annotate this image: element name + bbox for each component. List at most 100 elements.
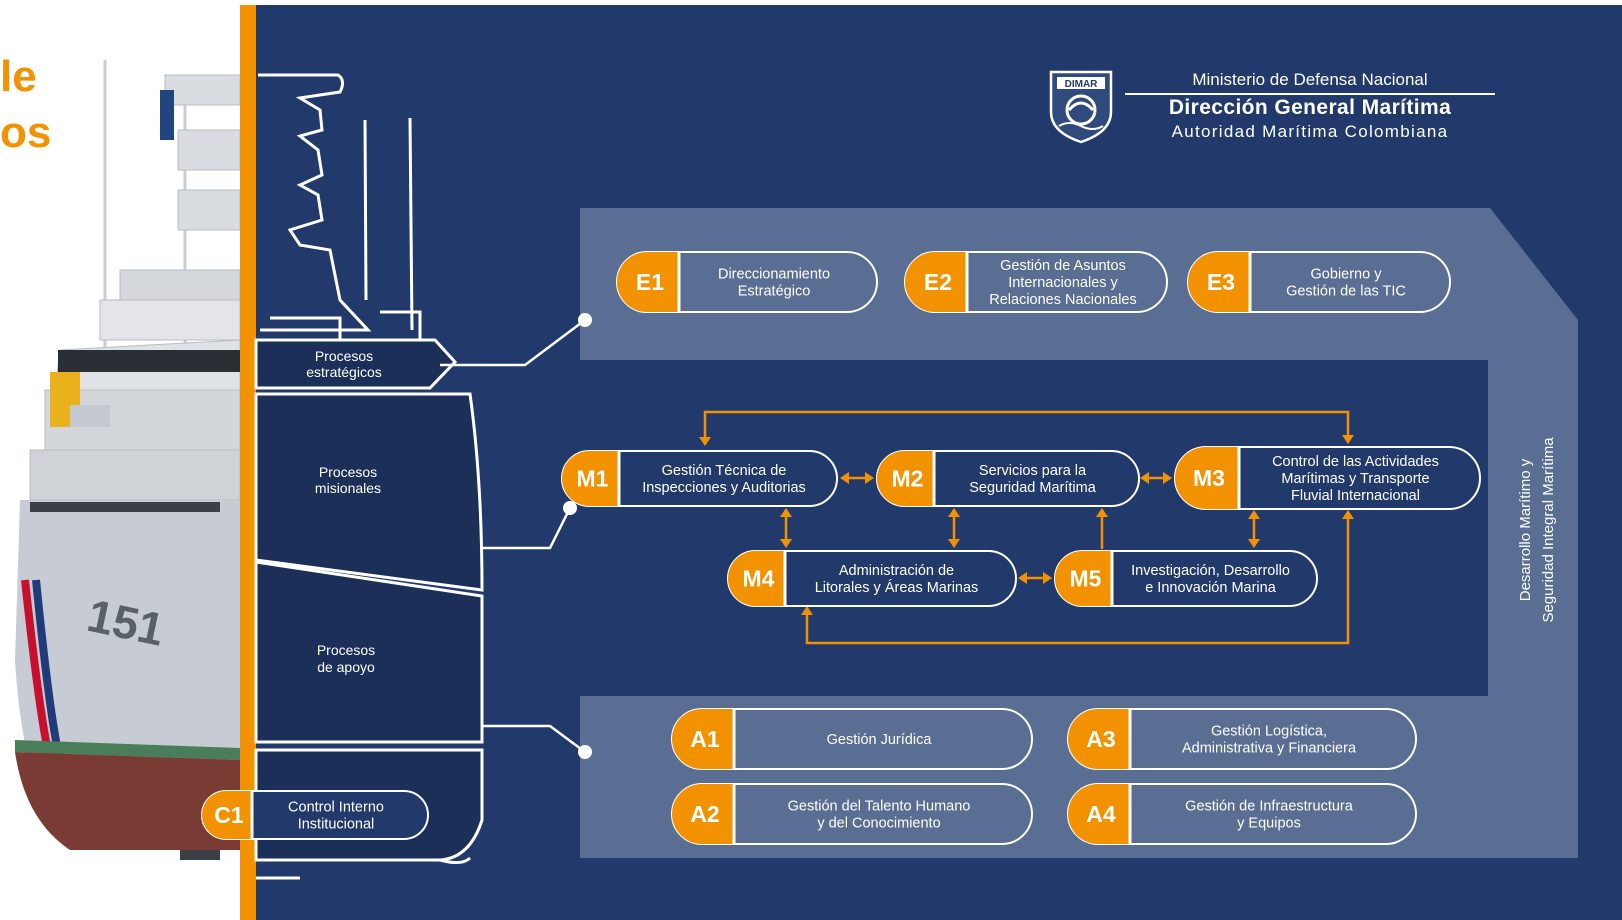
arrowhead: [1096, 508, 1108, 517]
arrowhead: [1018, 572, 1027, 584]
tower-connectors: [440, 319, 586, 754]
ministry-label: Ministerio de Defensa Nacional: [1192, 70, 1428, 89]
dimar-title: Dirección General Marítima: [1168, 96, 1452, 119]
process-pill-a1: A1 Gestión Jurídica: [671, 708, 1033, 770]
process-code: A4: [1086, 801, 1116, 827]
header-rule: [1125, 93, 1495, 95]
ship-illustration: 151: [15, 60, 240, 860]
arrowhead: [780, 539, 792, 548]
label-strategic-l1: Procesos: [315, 348, 373, 364]
process-label-line: Fluvial Internacional: [1291, 488, 1420, 504]
title-fragment-2: os: [0, 108, 52, 157]
process-badge: [876, 451, 934, 506]
title-fragment-1: le: [0, 52, 37, 101]
orange-divider: [240, 5, 256, 920]
arrowhead: [1342, 435, 1354, 444]
process-label-line: Institucional: [298, 817, 375, 833]
arrowhead: [1248, 510, 1260, 519]
process-code: A3: [1086, 726, 1115, 752]
label-strategic-l2: estratégicos: [306, 364, 381, 380]
connector-dot-support: [578, 745, 592, 759]
arrowhead: [840, 472, 849, 484]
process-label-line: Gestión Técnica de: [662, 463, 787, 479]
process-label-line: Gestión de Asuntos: [1000, 258, 1126, 274]
label-missional-l1: Procesos: [319, 464, 377, 480]
process-label-line: Seguridad Marítima: [969, 480, 1096, 496]
process-badge: [202, 791, 252, 839]
process-label-line: Gestión Jurídica: [827, 732, 933, 748]
process-code: E3: [1207, 269, 1235, 295]
process-code: M1: [577, 466, 609, 492]
process-code: E1: [636, 269, 664, 295]
process-code: A1: [690, 726, 720, 752]
arrowhead: [1342, 510, 1354, 519]
process-label-line: Administrativa y Financiera: [1182, 741, 1357, 757]
process-label-line: Gestión del Talento Humano: [788, 799, 971, 815]
arrowhead: [780, 508, 792, 517]
label-support-l1: Procesos: [317, 642, 375, 658]
process-label-line: Internacionales y: [1008, 275, 1118, 291]
process-label-line: Inspecciones y Auditorias: [642, 480, 806, 496]
tower-outline: [258, 73, 422, 340]
process-label-line: Gestión de las TIC: [1286, 284, 1406, 300]
process-label-line: Litorales y Áreas Marinas: [815, 579, 979, 596]
arrowhead: [948, 539, 960, 548]
process-badge: [1188, 252, 1250, 312]
process-badge: [1068, 709, 1130, 769]
process-badge: [728, 551, 785, 606]
process-label-line: Direccionamiento: [718, 267, 830, 283]
arrow-m4-m3: [805, 516, 1350, 645]
connector-dot-missional: [563, 501, 577, 515]
tower-support-band: [254, 560, 484, 744]
process-badge: [617, 252, 679, 312]
process-label-line: Estratégico: [738, 284, 811, 300]
process-label-line: e Innovación Marina: [1145, 580, 1277, 596]
arrowhead: [1248, 539, 1260, 548]
process-label-line: y Equipos: [1237, 816, 1301, 832]
process-label-line: Gestión Logística,: [1211, 724, 1327, 740]
process-label-line: Servicios para la: [979, 463, 1087, 479]
process-pill-outline: [1174, 446, 1481, 510]
arrowhead: [865, 472, 874, 484]
process-badge: [672, 709, 734, 769]
process-badge: [905, 252, 967, 312]
process-label-line: Gestión de Infraestructura: [1185, 799, 1354, 815]
process-label-line: Control de las Actividades: [1272, 454, 1439, 470]
tower-strategic-band: [254, 338, 458, 390]
svg-text:DIMAR: DIMAR: [1065, 79, 1099, 90]
connector-dot-strategic: [578, 313, 592, 327]
process-label-line: Administración de: [839, 563, 954, 579]
side-label-l2: Seguridad Integral Marítima: [1540, 437, 1557, 623]
process-code: C1: [214, 802, 244, 828]
process-code: M3: [1193, 465, 1225, 491]
process-label-line: Gobierno y: [1311, 267, 1383, 283]
process-code: M2: [892, 466, 924, 492]
process-pill-a3: A3 Gestión Logística,Administrativa y Fin…: [1067, 708, 1417, 770]
side-label-l1: Desarrollo Marítimo y: [1517, 458, 1534, 601]
process-code: M4: [743, 566, 775, 592]
arrowhead: [1043, 572, 1052, 584]
authority-label: Autoridad Marítima Colombiana: [1171, 122, 1449, 141]
process-code: A2: [690, 801, 719, 827]
process-badge: [672, 784, 734, 844]
dimar-logo-icon: DIMAR: [1049, 70, 1113, 144]
process-badge: [1175, 447, 1239, 509]
process-badge: [562, 451, 619, 506]
process-label-line: Investigación, Desarrollo: [1131, 563, 1290, 579]
process-badge: [1068, 784, 1130, 844]
arrowhead: [1163, 472, 1172, 484]
tower-missional-band: [254, 392, 484, 592]
